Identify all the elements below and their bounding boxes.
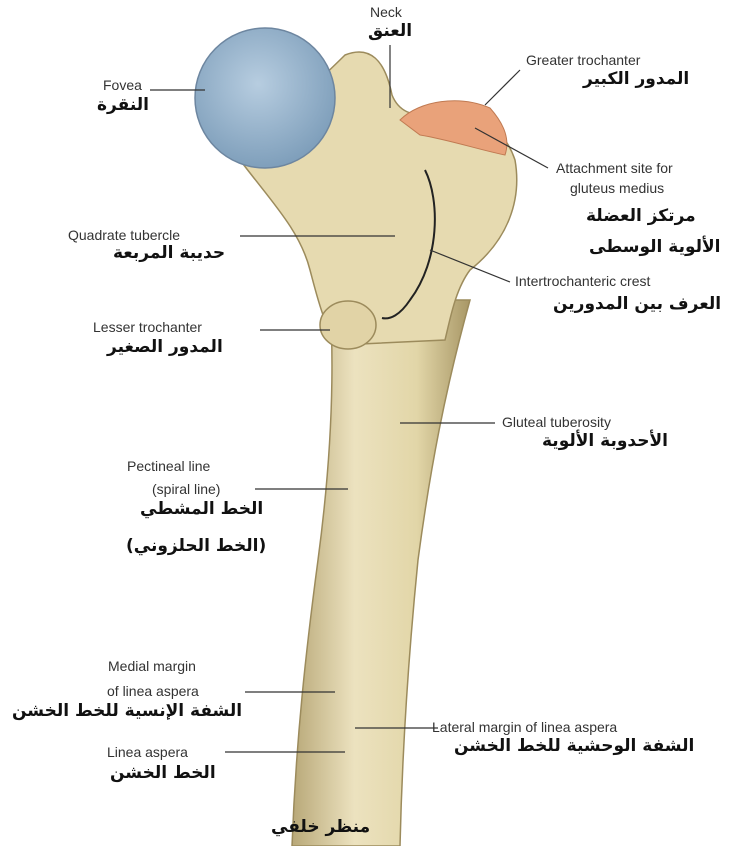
label-greater-trochanter-ar: المدور الكبير bbox=[583, 70, 689, 90]
label-attachment-en2: gluteus medius bbox=[570, 180, 664, 196]
label-gluteal-tuberosity-ar: الأحدوبة الألوية bbox=[542, 432, 668, 452]
label-pectineal-en1: Pectineal line bbox=[127, 458, 210, 474]
label-lateral-margin-en: Lateral margin of linea aspera bbox=[432, 719, 617, 735]
label-quadrate-tubercle-en: Quadrate tubercle bbox=[68, 227, 180, 243]
label-attachment-en1: Attachment site for bbox=[556, 160, 673, 176]
label-neck-ar: العنق bbox=[368, 22, 412, 42]
label-attachment-ar2: الألوية الوسطى bbox=[589, 238, 720, 258]
label-medial-margin-ar: الشفة الإنسية للخط الخشن bbox=[12, 702, 242, 722]
label-lateral-margin-ar: الشفة الوحشية للخط الخشن bbox=[454, 737, 694, 757]
label-fovea-ar: النقرة bbox=[97, 96, 149, 116]
label-gluteal-tuberosity-en: Gluteal tuberosity bbox=[502, 414, 611, 430]
label-greater-trochanter-en: Greater trochanter bbox=[526, 52, 640, 68]
label-pectineal-ar1: الخط المشطي bbox=[140, 500, 263, 520]
label-neck-en: Neck bbox=[370, 4, 402, 20]
label-pectineal-en2: (spiral line) bbox=[152, 481, 220, 497]
label-linea-aspera-en: Linea aspera bbox=[107, 744, 188, 760]
label-quadrate-tubercle-ar: حديبة المربعة bbox=[113, 244, 225, 264]
label-lesser-trochanter-en: Lesser trochanter bbox=[93, 319, 202, 335]
label-pectineal-ar2: (الخط الحلزوني) bbox=[126, 537, 266, 557]
label-medial-margin-en2: of linea aspera bbox=[107, 683, 199, 699]
label-lesser-trochanter-ar: المدور الصغير bbox=[107, 338, 223, 358]
label-intertrochanteric-crest-en: Intertrochanteric crest bbox=[515, 273, 650, 289]
label-attachment-ar1: مرتكز العضلة bbox=[586, 207, 696, 227]
label-medial-margin-en1: Medial margin bbox=[108, 658, 196, 674]
label-intertrochanteric-crest-ar: العرف بين المدورين bbox=[553, 295, 721, 315]
femur-shaft bbox=[292, 300, 470, 846]
lesser-trochanter-shape bbox=[320, 301, 376, 349]
label-view-ar: منظر خلفي bbox=[271, 818, 370, 838]
label-linea-aspera-ar: الخط الخشن bbox=[110, 764, 216, 784]
femoral-head bbox=[195, 28, 335, 168]
label-fovea-en: Fovea bbox=[103, 77, 142, 93]
